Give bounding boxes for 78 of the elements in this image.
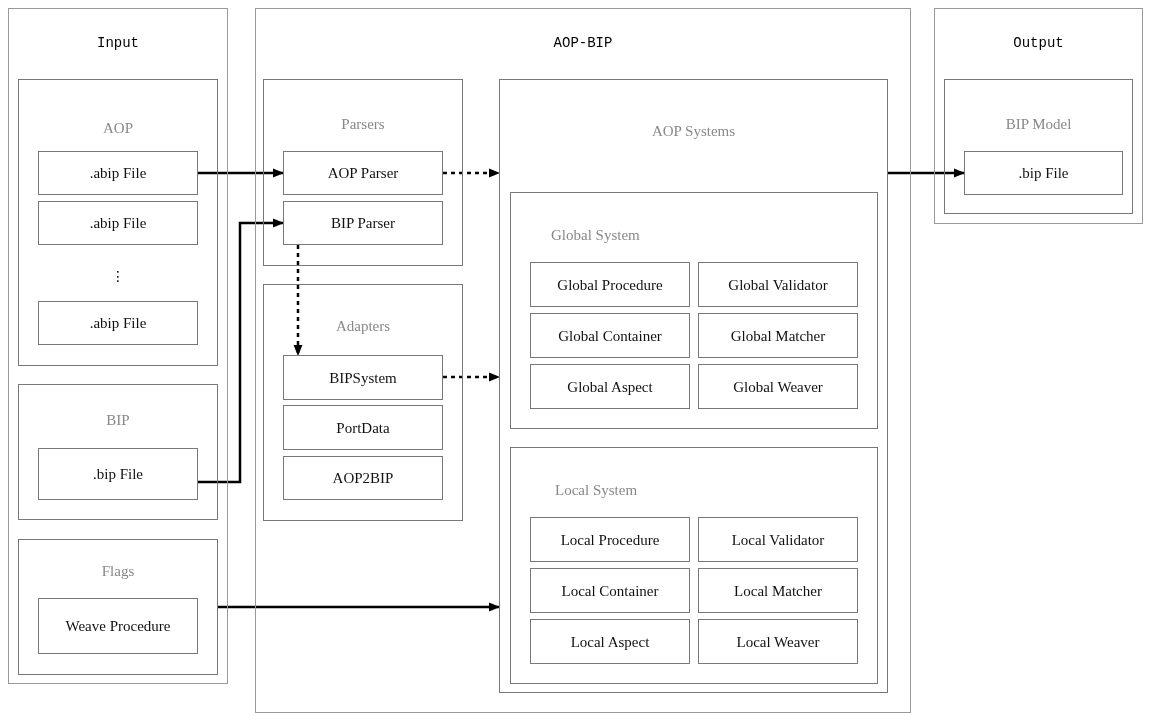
component-label: .abip File xyxy=(88,164,148,182)
group-panel xyxy=(263,79,463,266)
component-label: Global Matcher xyxy=(729,327,827,344)
group-title: AOP xyxy=(102,120,134,137)
group-panel xyxy=(263,284,463,521)
component-box xyxy=(530,262,690,307)
component-box xyxy=(38,448,198,500)
component-label: AOP2BIP xyxy=(331,469,395,487)
component-label: Global Weaver xyxy=(732,378,824,395)
component-box xyxy=(698,619,858,664)
component-label: Local Validator xyxy=(730,531,826,548)
component-label: Global Container xyxy=(557,327,663,344)
component-box xyxy=(283,201,443,245)
component-label: Global Procedure xyxy=(556,276,664,293)
group-title: Local System xyxy=(555,482,638,499)
component-box xyxy=(530,517,690,562)
group-title: BIP Model xyxy=(1004,116,1073,133)
component-box xyxy=(283,405,443,450)
ellipsis-mark: ⋮ xyxy=(110,268,126,284)
group-panel xyxy=(499,79,888,693)
component-label: BIPSystem xyxy=(328,369,398,386)
component-label: Local Container xyxy=(560,582,660,599)
component-box xyxy=(698,517,858,562)
group-panel xyxy=(18,384,218,520)
arrow xyxy=(218,602,501,612)
component-box xyxy=(698,313,858,358)
group-title: BIP xyxy=(105,412,131,429)
group-panel xyxy=(510,447,878,684)
component-box xyxy=(530,364,690,409)
component-box xyxy=(283,456,443,500)
group-title: Output xyxy=(1012,35,1065,51)
component-label: Global Aspect xyxy=(566,378,654,395)
component-label: Global Validator xyxy=(727,276,829,293)
component-label: AOP Parser xyxy=(326,164,400,182)
group-panel xyxy=(944,79,1133,214)
component-box xyxy=(530,313,690,358)
component-box xyxy=(283,355,443,400)
group-title: Parsers xyxy=(340,116,386,133)
component-box xyxy=(38,598,198,654)
group-panel xyxy=(18,79,218,366)
group-title: AOP-BIP xyxy=(552,35,614,51)
arrow xyxy=(198,168,285,178)
component-label: .bip File xyxy=(1017,164,1070,182)
group-panel xyxy=(18,539,218,675)
panel xyxy=(8,8,228,684)
component-label: Local Matcher xyxy=(733,582,823,599)
component-label: Local Procedure xyxy=(559,531,661,548)
component-label: BIP Parser xyxy=(330,214,396,232)
component-label: .abip File xyxy=(88,214,148,232)
group-title: Global System xyxy=(551,227,640,244)
dotted-arrow xyxy=(443,372,501,382)
component-label: PortData xyxy=(335,419,391,436)
dotted-arrow xyxy=(443,168,501,178)
component-box xyxy=(38,201,198,245)
component-label: Weave Procedure xyxy=(64,617,172,635)
arrow xyxy=(888,168,966,178)
component-box xyxy=(698,568,858,613)
dotted-arrow xyxy=(293,245,303,357)
panel xyxy=(255,8,911,713)
arrow xyxy=(198,218,285,484)
component-box xyxy=(38,301,198,345)
component-box xyxy=(283,151,443,195)
component-box xyxy=(698,262,858,307)
component-label: .bip File xyxy=(92,465,144,483)
component-label: .abip File xyxy=(88,314,148,332)
component-box xyxy=(698,364,858,409)
component-box xyxy=(964,151,1123,195)
panel xyxy=(934,8,1143,224)
group-title: AOP Systems xyxy=(650,123,737,140)
component-label: Local Aspect xyxy=(569,633,651,650)
group-panel xyxy=(510,192,878,429)
group-title: Flags xyxy=(100,563,136,580)
component-box xyxy=(38,151,198,195)
group-title: Adapters xyxy=(334,318,392,335)
component-box xyxy=(530,619,690,664)
component-box xyxy=(530,568,690,613)
component-label: Local Weaver xyxy=(735,633,821,650)
group-title: Input xyxy=(96,35,140,51)
